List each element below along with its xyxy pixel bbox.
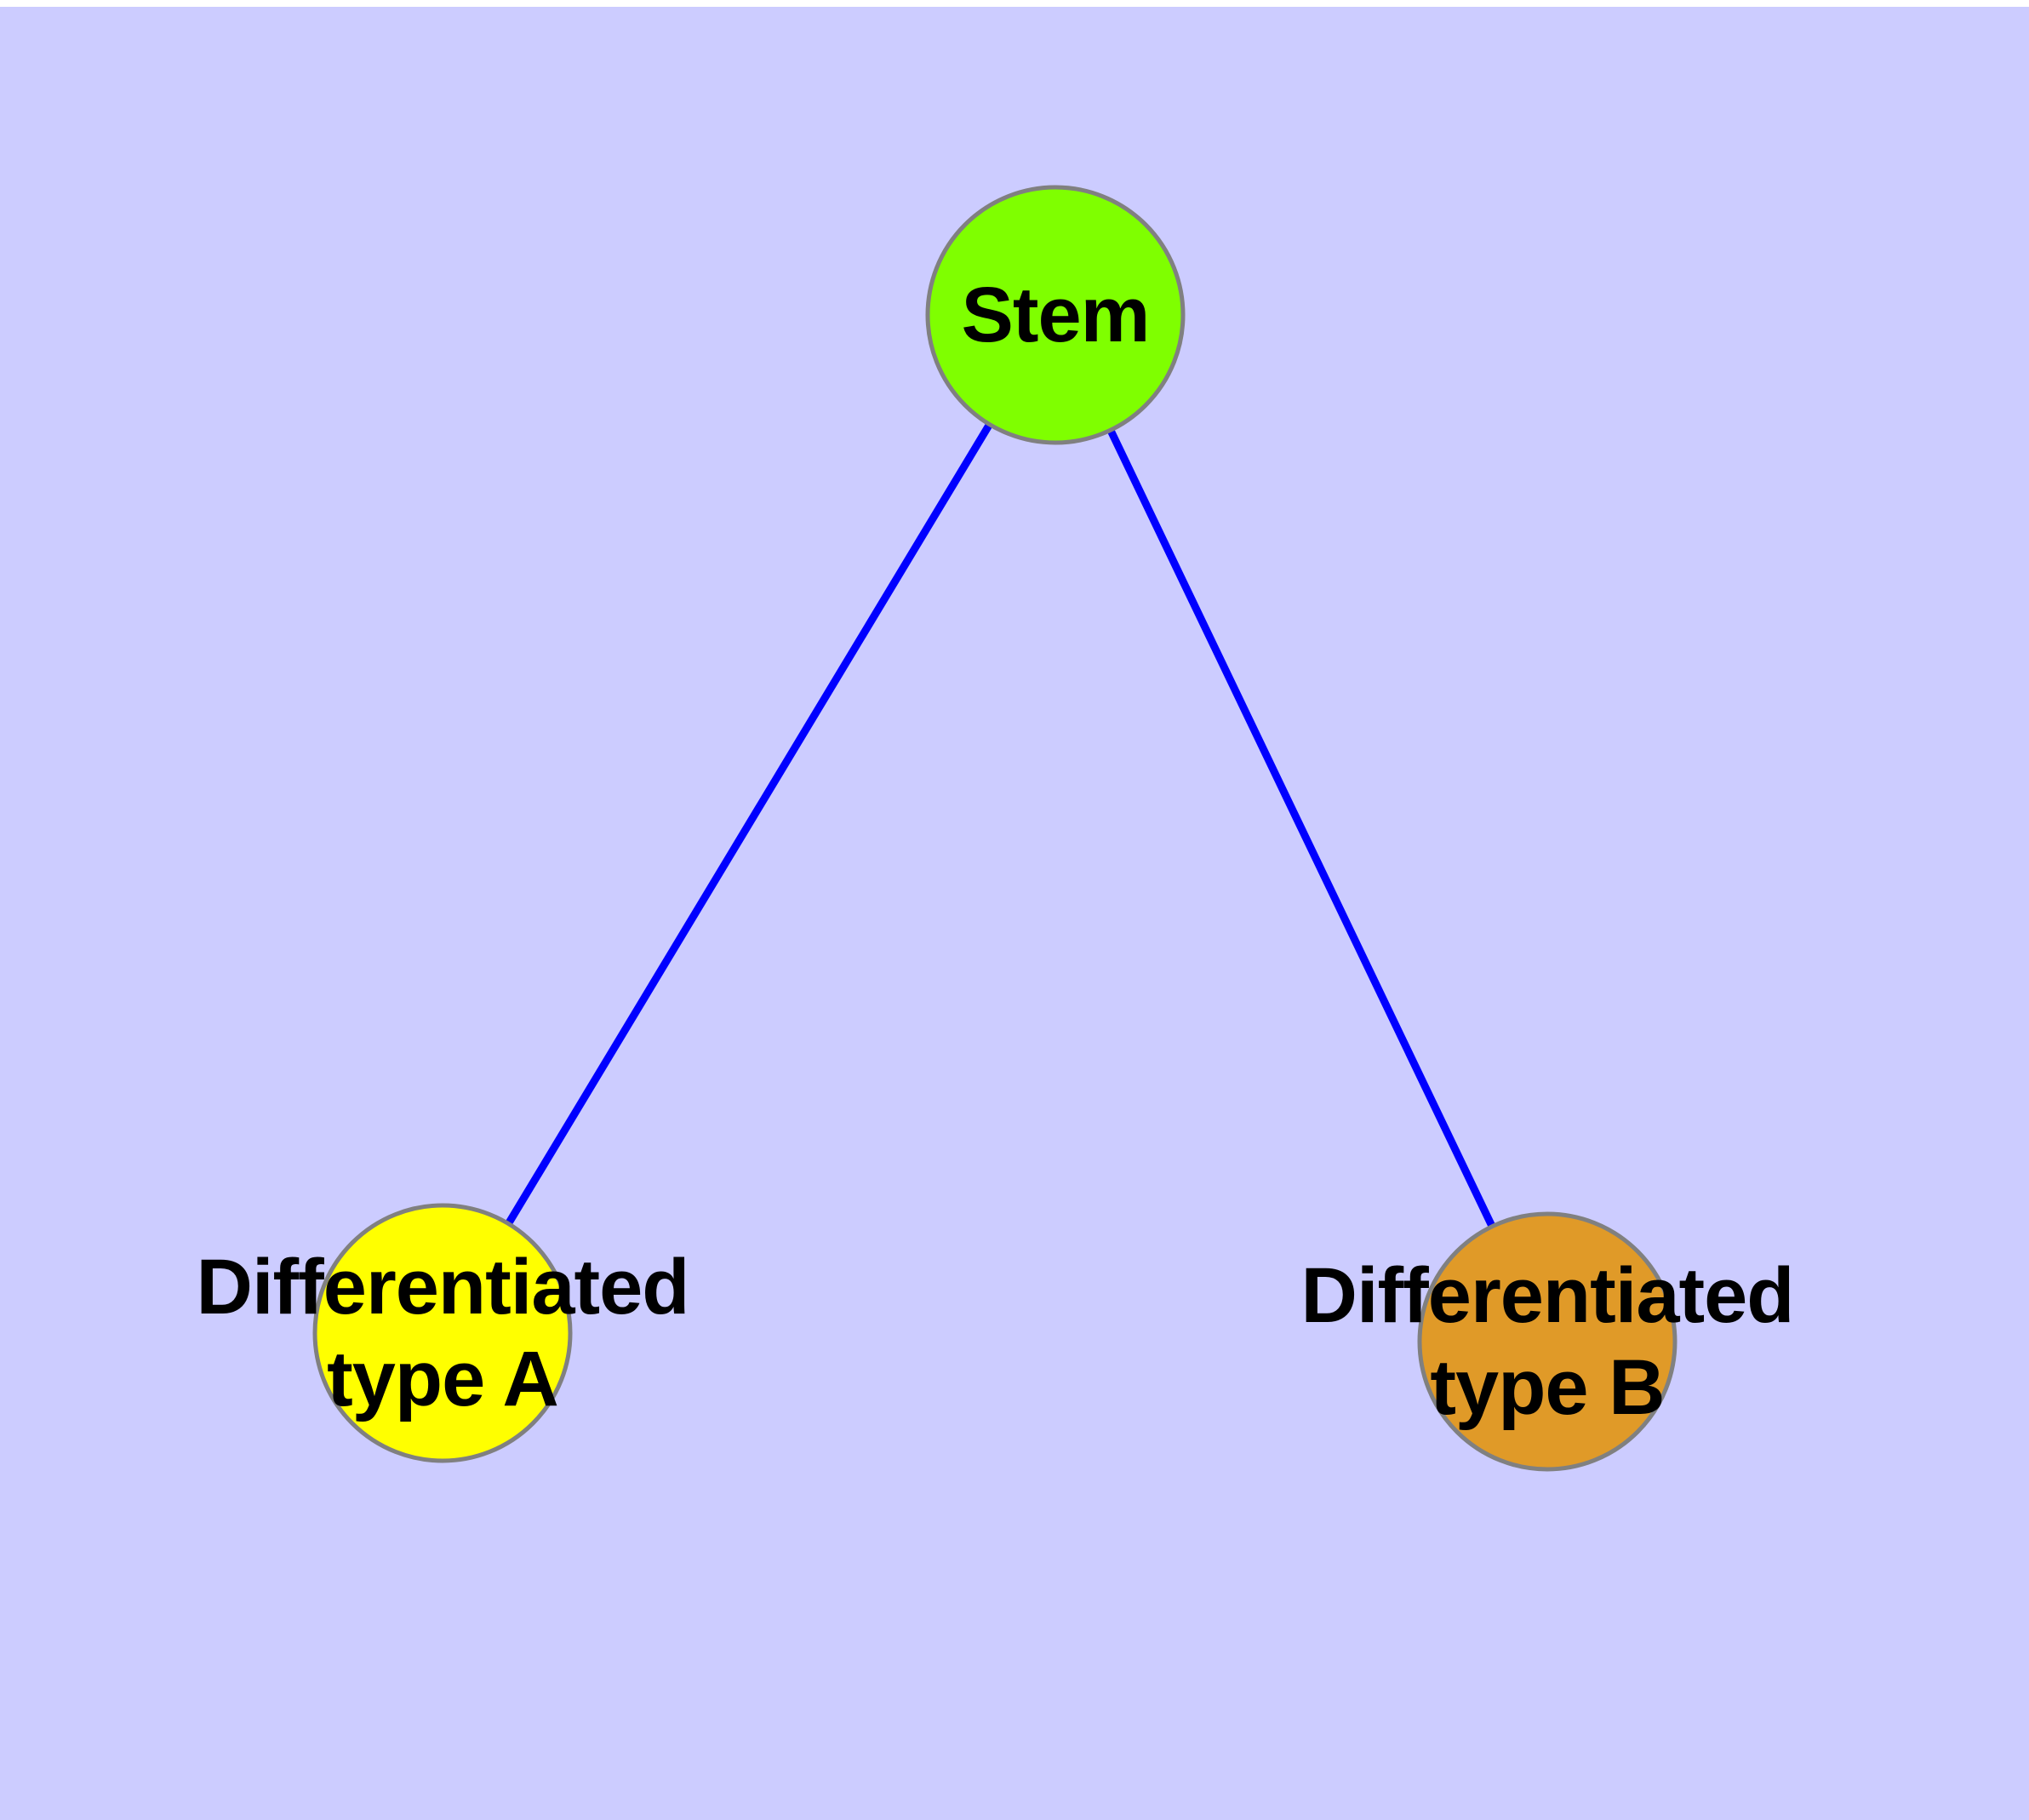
- edge-stem-to-differentiated-a[interactable]: [439, 312, 1059, 1336]
- node-stem[interactable]: [925, 185, 1186, 445]
- nodes-layer: [312, 185, 1677, 1472]
- node-differentiated-type-a[interactable]: [312, 1203, 573, 1463]
- edge-stem-to-differentiated-b[interactable]: [1051, 313, 1552, 1343]
- edges-layer: [439, 312, 1552, 1343]
- node-differentiated-type-b[interactable]: [1417, 1211, 1677, 1472]
